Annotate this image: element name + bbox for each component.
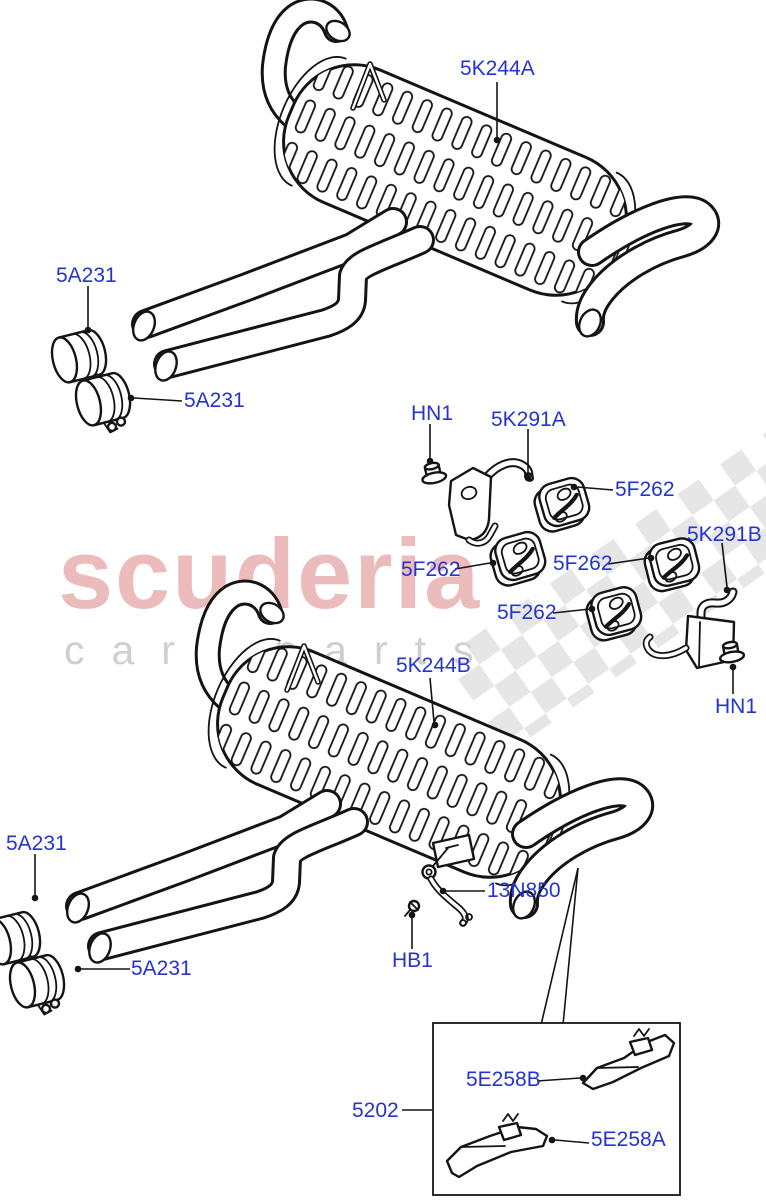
- part-label-5A231-lower-2[interactable]: 5A231: [131, 957, 192, 980]
- hanger-hardware-drawing: [418, 458, 746, 670]
- part-label-13N850[interactable]: 13N850: [487, 879, 561, 902]
- part-label-5F262-4[interactable]: 5F262: [497, 601, 557, 624]
- part-label-5F262-2[interactable]: 5F262: [401, 558, 461, 581]
- kit-pointer-triangle: [540, 867, 579, 1026]
- lower-exhaust-assembly-drawing: [0, 593, 639, 1021]
- part-label-5A231-upper-1[interactable]: 5A231: [56, 264, 117, 287]
- sensor-and-fasteners-drawing: [404, 833, 476, 927]
- part-label-5A231-upper-2[interactable]: 5A231: [184, 389, 245, 412]
- part-label-5K244B[interactable]: 5K244B: [396, 654, 471, 677]
- part-label-5F262-1[interactable]: 5F262: [615, 478, 675, 501]
- part-label-HN1-bottom[interactable]: HN1: [715, 695, 758, 718]
- part-label-5K291B[interactable]: 5K291B: [687, 523, 762, 546]
- part-label-5E258B[interactable]: 5E258B: [466, 1068, 541, 1091]
- kit-box: [432, 1022, 681, 1196]
- part-label-5K291A[interactable]: 5K291A: [491, 408, 566, 431]
- part-label-5K244A[interactable]: 5K244A: [460, 57, 535, 80]
- kit-part-5E258B-drawing: [581, 1028, 676, 1091]
- part-label-5202[interactable]: 5202: [352, 1099, 399, 1122]
- part-label-HB1[interactable]: HB1: [392, 949, 433, 972]
- part-label-5A231-lower-1[interactable]: 5A231: [6, 832, 67, 855]
- part-label-5E258A[interactable]: 5E258A: [591, 1128, 666, 1151]
- kit-part-5E258A-drawing: [445, 1113, 549, 1179]
- leader-lines: [31, 82, 737, 1144]
- upper-exhaust-assembly-drawing: [48, 11, 705, 439]
- part-label-5F262-3[interactable]: 5F262: [553, 552, 613, 575]
- part-label-HN1-top[interactable]: HN1: [411, 402, 454, 425]
